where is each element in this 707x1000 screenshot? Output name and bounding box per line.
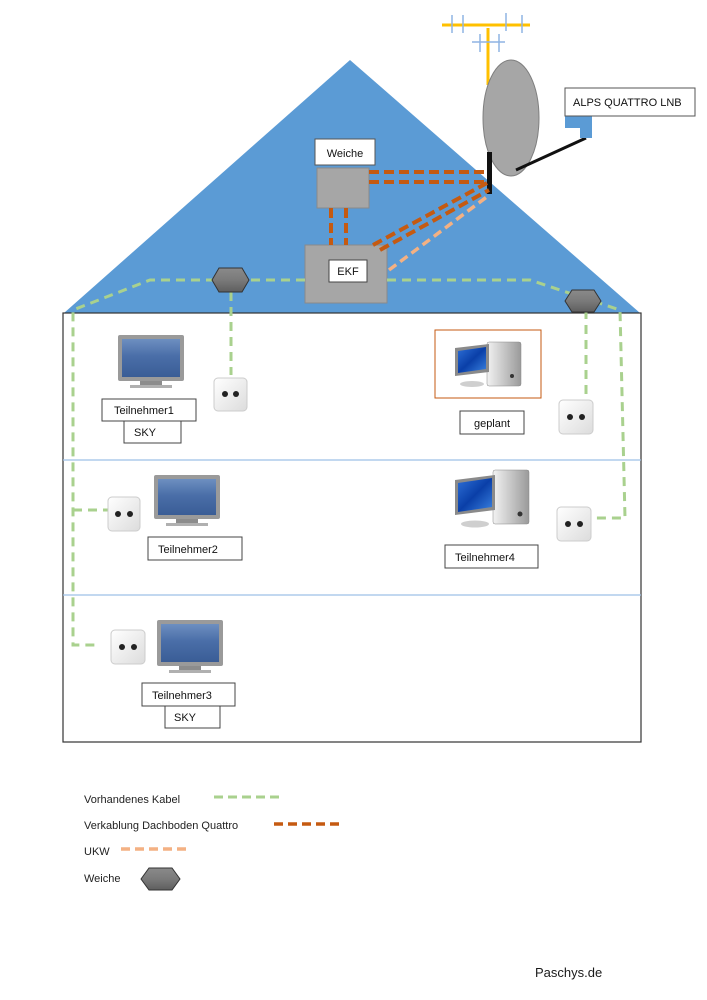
legend-label: Weiche <box>84 873 120 885</box>
ukw-cable <box>387 194 490 272</box>
satellite-dish-icon <box>482 59 540 177</box>
antenna-socket-icon <box>213 377 248 412</box>
geplant-label-box <box>459 410 525 435</box>
lnb-arm <box>515 136 587 172</box>
tv-icon <box>118 335 184 388</box>
legend-label: UKW <box>84 846 110 858</box>
lnb-label: ALPS QUATTRO LNB <box>573 97 682 109</box>
teilnehmer3-label: Teilnehmer3 <box>152 690 212 702</box>
teilnehmer1-label: Teilnehmer1 <box>114 405 174 417</box>
teilnehmer4-label: Teilnehmer4 <box>455 552 515 564</box>
pc-icon <box>455 341 522 387</box>
teilnehmer1-sky-label: SKY <box>134 427 157 439</box>
weiche-label-box <box>314 138 376 166</box>
weiche-device <box>316 167 370 209</box>
tv-icon <box>154 475 220 526</box>
teilnehmer2-label: Teilnehmer2 <box>158 544 218 556</box>
antenna-socket-icon <box>556 506 592 542</box>
pc-icon <box>455 469 530 528</box>
existing-cables <box>71 278 627 647</box>
antenna-socket-icon <box>107 496 141 532</box>
splitter-hexagon-icon <box>211 267 250 293</box>
cable-junction-bar <box>487 152 492 194</box>
legend-label: Verkablung Dachboden Quattro <box>84 820 238 832</box>
tv-icon <box>157 620 223 673</box>
lnb-label-box <box>564 87 696 117</box>
teilnehmer2-label-box <box>147 536 243 561</box>
teilnehmer3-sky-label: SKY <box>174 712 197 724</box>
teilnehmer4-label-box <box>444 544 539 569</box>
weiche-label: Weiche <box>327 148 363 160</box>
geplant-label: geplant <box>474 418 510 430</box>
antenna-socket-icon <box>110 629 146 665</box>
ukw-antenna-icon <box>442 13 530 85</box>
splitter-hexagon-icon <box>140 867 181 891</box>
splitter-hexagon-icon <box>564 289 602 313</box>
attic-quattro-cables <box>329 170 490 252</box>
legend-label: Vorhandenes Kabel <box>84 794 180 806</box>
teilnehmer3-sky-box <box>164 705 221 729</box>
lnb-icon <box>565 116 592 138</box>
footer-brand: Paschys.de <box>535 965 602 980</box>
ekf-label: EKF <box>337 266 359 278</box>
teilnehmer1-sky-box <box>123 420 182 444</box>
legend: Vorhandenes Kabel Verkablung Dachboden Q… <box>84 794 342 891</box>
ekf-label-box <box>328 259 368 283</box>
antenna-socket-icon <box>558 399 594 435</box>
